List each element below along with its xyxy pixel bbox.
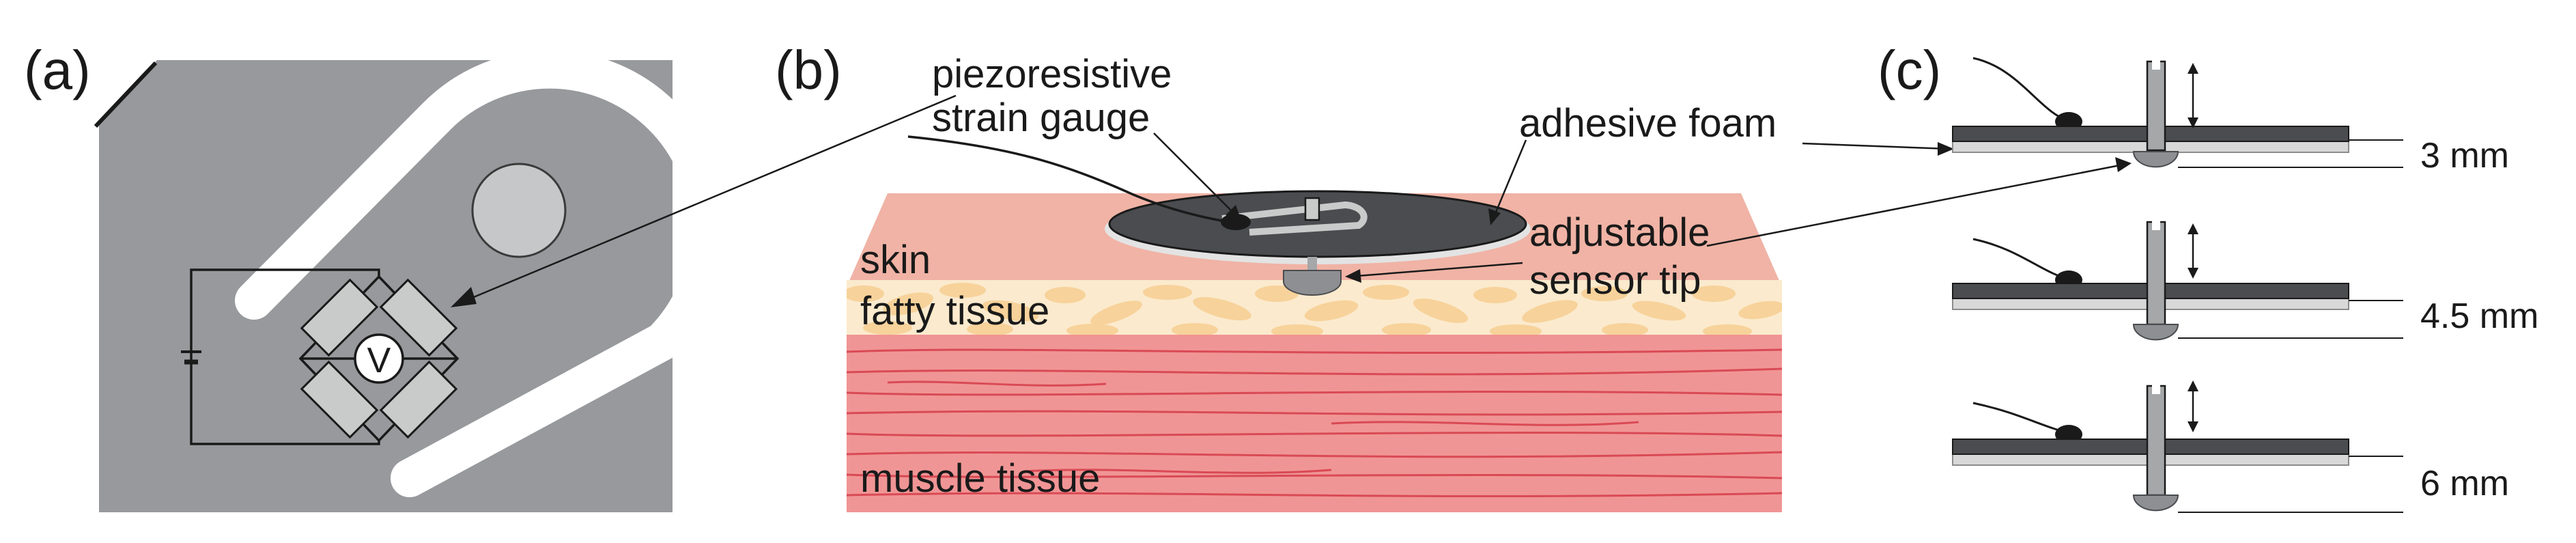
screw-1 <box>2146 60 2166 152</box>
panel-c-letter: (c) <box>1878 40 1941 100</box>
label-sensor-tip: sensor tip <box>1529 258 1701 303</box>
tip-2 <box>2132 324 2179 341</box>
tip-pointer-arrowhead <box>1345 269 1361 283</box>
config-3mm: 3 mm <box>1952 57 2509 176</box>
label-muscle-tissue: muscle tissue <box>860 456 1100 501</box>
adjust-arrow-2-up <box>2188 223 2198 234</box>
sensor-board <box>99 60 673 512</box>
gauge-pointer-arrowhead <box>1226 205 1241 221</box>
label-piezoresistive: piezoresistive <box>932 52 1172 96</box>
bridge-resistors <box>300 278 458 439</box>
adjust-arrow-2-down <box>2188 268 2198 279</box>
wire-1 <box>1972 57 2073 123</box>
depth-label-6mm: 6 mm <box>2420 464 2509 503</box>
tip-1 <box>2132 151 2179 168</box>
panel-b-letter: (b) <box>775 40 842 100</box>
fat-cells <box>847 283 1782 338</box>
strain-gauge-blob <box>1221 214 1251 230</box>
tip-to-panel-c-arrowhead <box>2115 157 2132 172</box>
label-skin: skin <box>860 238 931 282</box>
sensor-wire <box>907 135 1230 223</box>
panel-a: (a) V <box>24 40 728 512</box>
config-6mm: 6 mm <box>1952 380 2509 513</box>
screw-slot-3 <box>2152 385 2160 394</box>
screw-slot-2 <box>2152 221 2160 230</box>
screw-3 <box>2146 385 2166 497</box>
label-strain-gauge: strain gauge <box>932 96 1150 140</box>
adjust-arrow-3-down <box>2188 421 2198 432</box>
sensor-disc <box>1108 190 1527 258</box>
label-adhesive-foam: adhesive foam <box>1519 101 1777 145</box>
tip-to-panel-c-line <box>1706 163 2127 247</box>
voltmeter-icon <box>354 333 404 384</box>
foam-pointer-line <box>1490 139 1527 223</box>
sensor-slot <box>1221 201 1368 236</box>
sensor-tip-stem <box>1307 257 1317 270</box>
sensor-tip-mount-circle <box>471 163 567 258</box>
screw-slot-1 <box>2152 60 2160 70</box>
adjust-arrow-1-up <box>2188 63 2198 74</box>
tip-3 <box>2132 495 2179 512</box>
adjustment-screw <box>1304 197 1320 221</box>
foam-to-panel-c-line <box>1802 142 1950 150</box>
panel-b: (b) <box>451 40 2132 512</box>
label-adjustable: adjustable <box>1529 210 1710 255</box>
gauge-to-bridge-line <box>457 94 957 305</box>
adjust-arrow-1-down <box>2188 117 2198 128</box>
voltmeter-label: V <box>367 341 391 380</box>
config-4-5mm: 4.5 mm <box>1952 221 2538 341</box>
adjust-arrow-3-up <box>2188 380 2198 391</box>
battery-symbol <box>181 350 201 365</box>
sensor-tip <box>1283 270 1342 296</box>
depth-label-3mm: 3 mm <box>2420 136 2509 176</box>
screw-2 <box>2146 221 2166 326</box>
wire-3 <box>1972 402 2073 435</box>
foam-to-panel-c-arrowhead <box>1938 142 1954 156</box>
foam-pointer-arrowhead <box>1488 208 1501 225</box>
tip-pointer-line <box>1348 262 1523 278</box>
muscle-fibers <box>847 348 1782 498</box>
gauge-pointer-line <box>1153 133 1240 219</box>
gauge-to-bridge-arrowhead <box>451 287 477 307</box>
panel-c: (c) 3 mm <box>1878 40 2538 513</box>
board-cut-edge <box>94 61 158 128</box>
panel-a-letter: (a) <box>24 40 91 100</box>
depth-label-4-5mm: 4.5 mm <box>2420 296 2538 336</box>
label-fatty-tissue: fatty tissue <box>860 289 1049 333</box>
wire-2 <box>1972 238 2073 281</box>
u-shaped-slot <box>235 50 728 497</box>
